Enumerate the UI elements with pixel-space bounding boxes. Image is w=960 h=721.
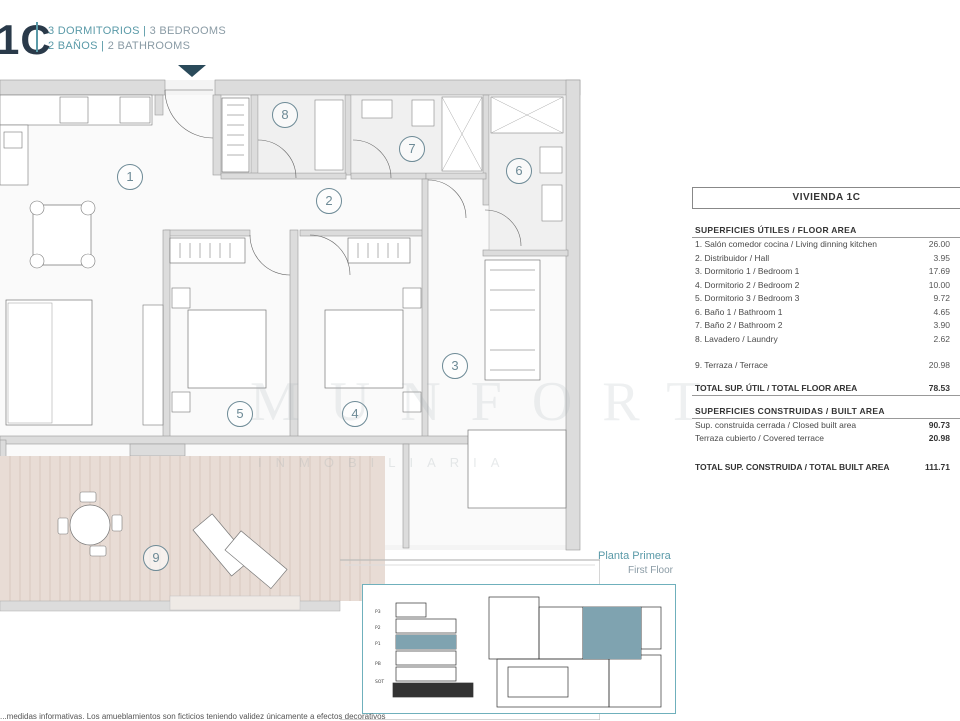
built-row: Sup. construida cerrada / Closed built a… <box>695 419 950 430</box>
bathrooms-label: 2 BAÑOS | 2 BATHROOMS <box>48 40 190 52</box>
bed-bedroom-1 <box>467 429 567 509</box>
unit-code: 1C <box>0 16 52 63</box>
lounger-1 <box>192 513 252 577</box>
bathrooms-es: 2 BAÑOS <box>48 40 98 52</box>
bathrooms-en: 2 BATHROOMS <box>107 40 191 52</box>
level-p3: P3 <box>375 609 381 615</box>
lounger-2 <box>224 530 288 590</box>
bedrooms-en: 3 BEDROOMS <box>149 25 226 37</box>
floor-plan <box>0 65 600 720</box>
floor-label-es: Planta Primera <box>598 550 671 562</box>
level-p2: P2 <box>375 625 381 631</box>
entrance-arrow <box>178 65 206 77</box>
room-number-2: 2 <box>316 188 342 214</box>
room-number-6: 6 <box>506 158 532 184</box>
areas-title: VIVIENDA 1C <box>692 187 960 209</box>
walls <box>0 79 581 551</box>
footnote: ...medidas informativas. Los amueblamien… <box>0 712 386 721</box>
separator: | <box>143 25 147 37</box>
room-number-3: 3 <box>442 353 468 379</box>
section-elevation <box>392 602 474 698</box>
level-p1: P1 <box>375 641 381 647</box>
separator: | <box>101 40 105 52</box>
level-pb: PB <box>375 661 381 667</box>
level-sot: SOT <box>375 679 384 685</box>
bedrooms-es: 3 DORMITORIOS <box>48 25 140 37</box>
room-number-1: 1 <box>117 164 143 190</box>
key-plan: P3 P2 P1 PB SOT <box>362 584 676 714</box>
door-swings <box>164 89 522 276</box>
bedrooms-label: 3 DORMITORIOS | 3 BEDROOMS <box>48 25 226 37</box>
tv-unit <box>142 304 164 426</box>
areas-table: VIVIENDA 1C SUPERFICIES ÚTILES / FLOOR A… <box>692 187 960 472</box>
room-number-9: 9 <box>143 545 169 571</box>
terrace-table <box>69 504 111 546</box>
section-highlight-p1 <box>396 635 456 649</box>
useful-area-header: SUPERFICIES ÚTILES / FLOOR AREA <box>692 225 960 238</box>
dining-table <box>32 204 92 266</box>
floor-label-en: First Floor <box>628 565 673 576</box>
room-number-4: 4 <box>342 401 368 427</box>
title-divider <box>36 22 38 52</box>
unit-highlight <box>583 607 641 659</box>
area-row: 1. Salón comedor cocina / Living dinning… <box>695 239 950 249</box>
bed-bedroom-3 <box>187 309 267 389</box>
room-number-7: 7 <box>399 136 425 162</box>
room-number-8: 8 <box>272 102 298 128</box>
built-area-header: SUPERFICIES CONSTRUIDAS / BUILT AREA <box>692 406 960 419</box>
sofa <box>5 299 93 426</box>
bed-bedroom-2 <box>324 309 404 389</box>
room-number-5: 5 <box>227 401 253 427</box>
kitchen <box>0 94 153 186</box>
total-built-row: TOTAL SUP. CONSTRUIDA / TOTAL BUILT AREA… <box>695 461 950 472</box>
